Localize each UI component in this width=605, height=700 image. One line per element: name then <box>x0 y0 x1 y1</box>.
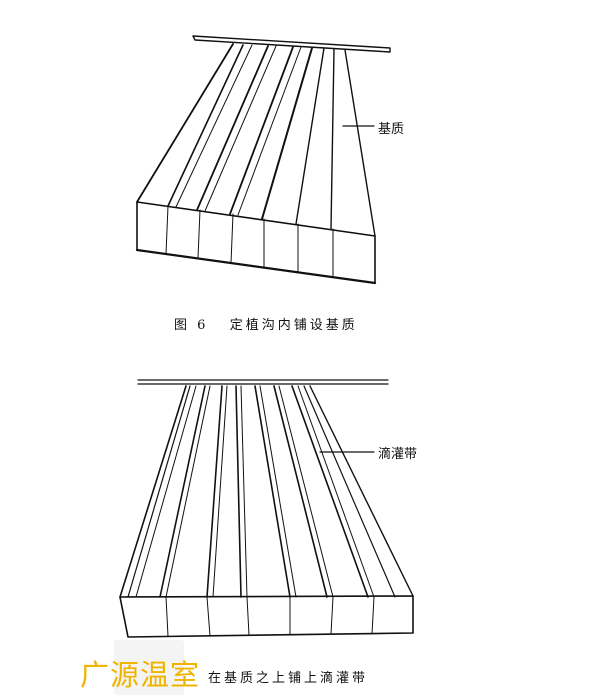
figure-6-drawing <box>135 35 391 285</box>
figure-6-caption: 图 6 定植沟内铺设基质 <box>174 318 358 333</box>
substrate-label: 基质 <box>378 122 405 137</box>
watermark-glow <box>114 640 184 695</box>
figure-7-caption: 在基质之上铺上滴灌带 <box>208 671 369 686</box>
watermark-logo: 广源温室 <box>80 658 201 692</box>
drip-tape-label: 滴灌带 <box>378 447 418 462</box>
